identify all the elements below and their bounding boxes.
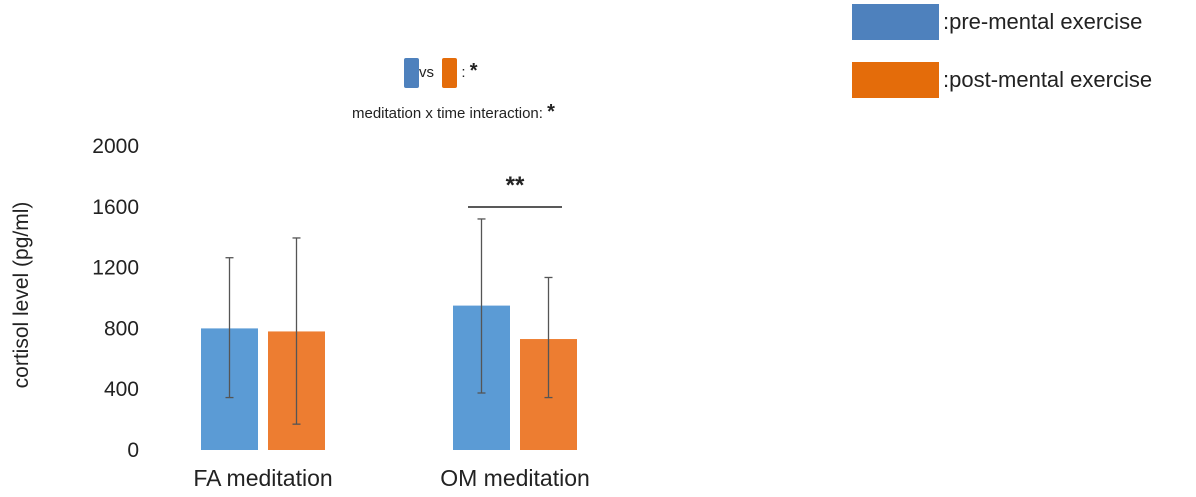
interaction-label: meditation x time interaction:	[352, 105, 543, 122]
y-axis-label: cortisol level (pg/ml)	[10, 202, 33, 389]
pre-swatch-icon	[404, 58, 419, 88]
legend-label-pre: :pre-mental exercise	[943, 9, 1143, 34]
y-tick-label: 1200	[92, 257, 139, 280]
y-tick-label: 2000	[92, 135, 139, 158]
interaction-note: meditation x time interaction: *	[352, 101, 555, 124]
legend-swatch-pre-icon	[852, 4, 939, 40]
x-tick-label: OM meditation	[440, 465, 590, 491]
y-tick-label: 800	[104, 317, 139, 340]
legend-item-post: :post-mental exercise	[852, 62, 1152, 98]
y-tick-label: 400	[104, 378, 139, 401]
vs-text: vs	[419, 63, 434, 81]
interaction-star: *	[547, 101, 555, 123]
significance-label: **	[506, 172, 525, 199]
legend-item-pre: :pre-mental exercise	[852, 4, 1142, 40]
legend-swatch-post-icon	[852, 62, 939, 98]
legend-label-post: :post-mental exercise	[943, 67, 1153, 92]
comparison-note: vs : *	[404, 58, 477, 88]
comparison-star: *	[469, 59, 478, 82]
y-tick-label: 0	[127, 439, 139, 462]
comparison-colon: :	[461, 63, 466, 81]
x-tick-label: FA meditation	[193, 465, 332, 491]
post-swatch-icon	[442, 58, 458, 88]
y-tick-label: 1600	[92, 196, 139, 219]
